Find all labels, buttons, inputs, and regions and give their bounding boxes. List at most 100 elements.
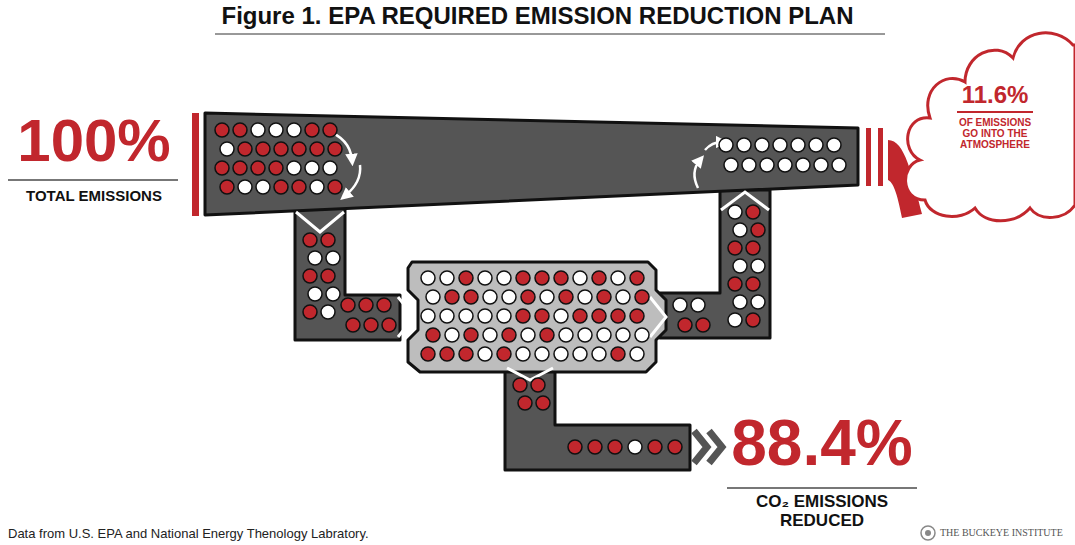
- co2-particle: [497, 347, 511, 361]
- co2-particle: [305, 123, 319, 137]
- gas-particle: [635, 328, 649, 342]
- co2-particle: [233, 123, 247, 137]
- gas-particle: [308, 287, 322, 301]
- gas-particle: [728, 313, 742, 327]
- co2-particle: [303, 305, 317, 319]
- co2-particle: [535, 309, 549, 323]
- co2-particle: [382, 318, 396, 332]
- title-rule: [215, 34, 885, 35]
- co2-particle: [678, 318, 692, 332]
- gas-particle: [421, 309, 435, 323]
- co2-particle: [568, 440, 582, 454]
- gas-particle: [728, 205, 742, 219]
- co2-particle: [592, 271, 606, 285]
- gas-particle: [673, 298, 687, 312]
- co2-particle: [518, 396, 532, 410]
- gas-particle: [628, 440, 642, 454]
- co2-particle: [251, 161, 265, 175]
- gas-particle: [611, 271, 625, 285]
- gas-particle: [326, 287, 340, 301]
- co2-particle: [630, 271, 644, 285]
- co2-particle: [611, 309, 625, 323]
- co2-particle: [502, 328, 516, 342]
- gas-particle: [426, 290, 440, 304]
- co2-particle: [513, 378, 527, 392]
- co2-particle: [346, 318, 360, 332]
- co2-particle: [233, 161, 247, 175]
- co2-particle: [364, 318, 378, 332]
- percent-figure: 100%: [4, 108, 184, 174]
- label-rule: [8, 179, 178, 181]
- gas-particle: [478, 309, 492, 323]
- gas-particle: [305, 161, 319, 175]
- gas-particle: [238, 180, 252, 194]
- gas-particle: [733, 223, 747, 237]
- gas-particle: [832, 158, 846, 172]
- co2-particle: [321, 269, 335, 283]
- co2-particle: [440, 347, 454, 361]
- gas-particle: [478, 347, 492, 361]
- percent-figure: 88.4%: [722, 408, 922, 478]
- gas-particle: [559, 328, 573, 342]
- co2-particle: [521, 290, 535, 304]
- co2-particle: [292, 180, 306, 194]
- gas-particle: [827, 138, 841, 152]
- joint-chevron: [650, 297, 666, 337]
- joint-chevron: [398, 297, 414, 337]
- gas-particle: [540, 290, 554, 304]
- co2-particle: [341, 298, 355, 312]
- co2-particle: [426, 328, 440, 342]
- co2-particle: [464, 290, 478, 304]
- gas-particle: [755, 138, 769, 152]
- return-pipe: [660, 190, 770, 338]
- co2-particle: [215, 123, 229, 137]
- gas-particle: [502, 290, 516, 304]
- joint-chevron: [296, 212, 344, 232]
- co2-particle: [459, 347, 473, 361]
- outlet-chevron: [709, 431, 722, 463]
- gas-particle: [321, 305, 335, 319]
- gas-particle: [796, 158, 810, 172]
- gas-particle: [592, 347, 606, 361]
- co2-particle: [746, 205, 760, 219]
- co2-particle: [630, 309, 644, 323]
- co2-particle: [464, 328, 478, 342]
- co2-particle: [540, 328, 554, 342]
- co2-particle: [635, 290, 649, 304]
- co2-particle: [310, 142, 324, 156]
- capture-chamber: [408, 262, 666, 372]
- gas-particle: [220, 142, 234, 156]
- figure-label: TOTAL EMISSIONS: [4, 188, 184, 205]
- main-pipe: [205, 113, 858, 215]
- co2-particle: [728, 277, 742, 291]
- co2-particle: [746, 313, 760, 327]
- down-pipe: [295, 200, 400, 340]
- gas-particle: [287, 123, 301, 137]
- gas-particle: [323, 161, 337, 175]
- gas-particle: [760, 158, 774, 172]
- gas-particle: [737, 138, 751, 152]
- gas-particle: [287, 161, 301, 175]
- co2-particle: [328, 142, 342, 156]
- joint-chevron: [721, 192, 769, 210]
- label-rule: [727, 487, 917, 489]
- gas-particle: [497, 309, 511, 323]
- co2-particle: [323, 123, 337, 137]
- gas-particle: [251, 123, 265, 137]
- co2-particle: [751, 223, 765, 237]
- gas-particle: [616, 328, 630, 342]
- figure-label: CO₂ EMISSIONS REDUCED: [722, 493, 922, 530]
- gas-particle: [719, 138, 733, 152]
- co2-particle: [531, 378, 545, 392]
- gas-particle: [791, 138, 805, 152]
- gas-particle: [630, 347, 644, 361]
- co2-particle: [746, 241, 760, 255]
- gas-particle: [535, 347, 549, 361]
- co2-particle: [359, 298, 373, 312]
- gas-particle: [483, 328, 497, 342]
- percent-figure: 11.6%: [935, 82, 1055, 108]
- cloud-shape: [906, 33, 1075, 221]
- co2-particle: [608, 440, 622, 454]
- co2-particle: [592, 309, 606, 323]
- outlet-flange: [878, 128, 883, 186]
